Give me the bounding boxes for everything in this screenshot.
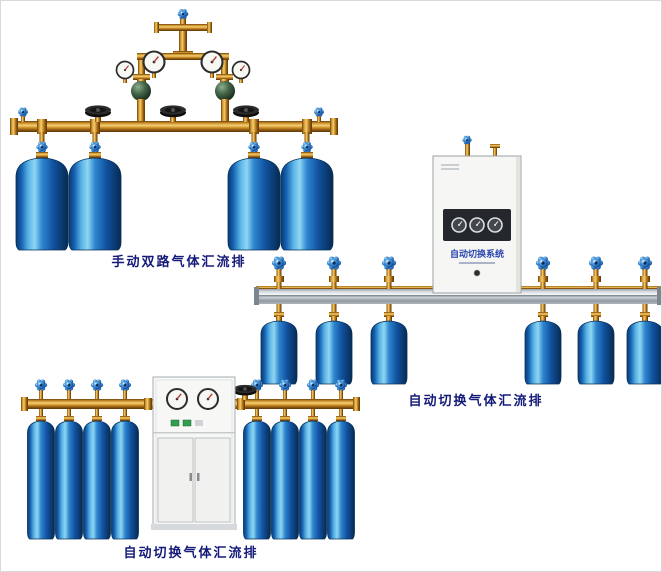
cabinet-top-pipes <box>462 135 500 157</box>
caption-auto-switch-wall-manifold: 自动切换气体汇流排 <box>408 393 544 408</box>
handwheel-valves <box>85 105 259 122</box>
gas-cylinder <box>69 132 121 250</box>
pressure-regulator-right <box>200 50 251 121</box>
manifold-pipe <box>10 118 338 135</box>
gas-cylinder <box>228 132 280 250</box>
gas-cylinder <box>16 132 68 250</box>
cabinet-panel-label: 自动切换系统 <box>450 248 504 259</box>
cylinder-bank <box>16 132 333 250</box>
door-handle <box>189 473 192 481</box>
gas-cylinder-station <box>261 257 297 385</box>
green-indicator <box>170 419 180 427</box>
gray-indicator <box>195 420 203 426</box>
gas-cylinder-station <box>316 257 352 385</box>
pressure-regulator-left <box>115 50 166 121</box>
handwheel-valve <box>233 384 257 400</box>
gas-cylinder-station <box>371 257 407 385</box>
green-indicator <box>182 419 192 427</box>
pipe-end-valves <box>18 107 324 122</box>
caption-manual-dual-manifold: 手动双路气体汇流排 <box>111 254 247 269</box>
branch-pipes <box>137 53 229 75</box>
cabinet-door-left <box>157 437 194 523</box>
stations-right <box>525 257 662 385</box>
cabinet-door-right <box>194 437 231 523</box>
control-cabinet: 自动切换系统 <box>432 155 522 294</box>
product-auto-switch-wall-manifold: 自动切换系统 <box>254 135 662 385</box>
stations-left <box>261 257 407 385</box>
product-manual-dual-manifold <box>10 9 338 250</box>
gas-cylinder-station <box>627 257 662 385</box>
cabinet-panel-subtext <box>459 262 495 264</box>
cabinet-indicator <box>473 269 481 277</box>
door-handle <box>197 473 200 481</box>
gas-cylinder-station <box>525 257 561 385</box>
product-auto-switch-floor-manifold <box>21 376 360 539</box>
inlet-assembly <box>154 9 212 59</box>
gas-cylinder-station <box>578 257 614 385</box>
caption-auto-switch-floor-manifold: 自动切换气体汇流排 <box>123 545 259 560</box>
control-cabinet <box>151 376 237 530</box>
gas-cylinder <box>281 132 333 250</box>
